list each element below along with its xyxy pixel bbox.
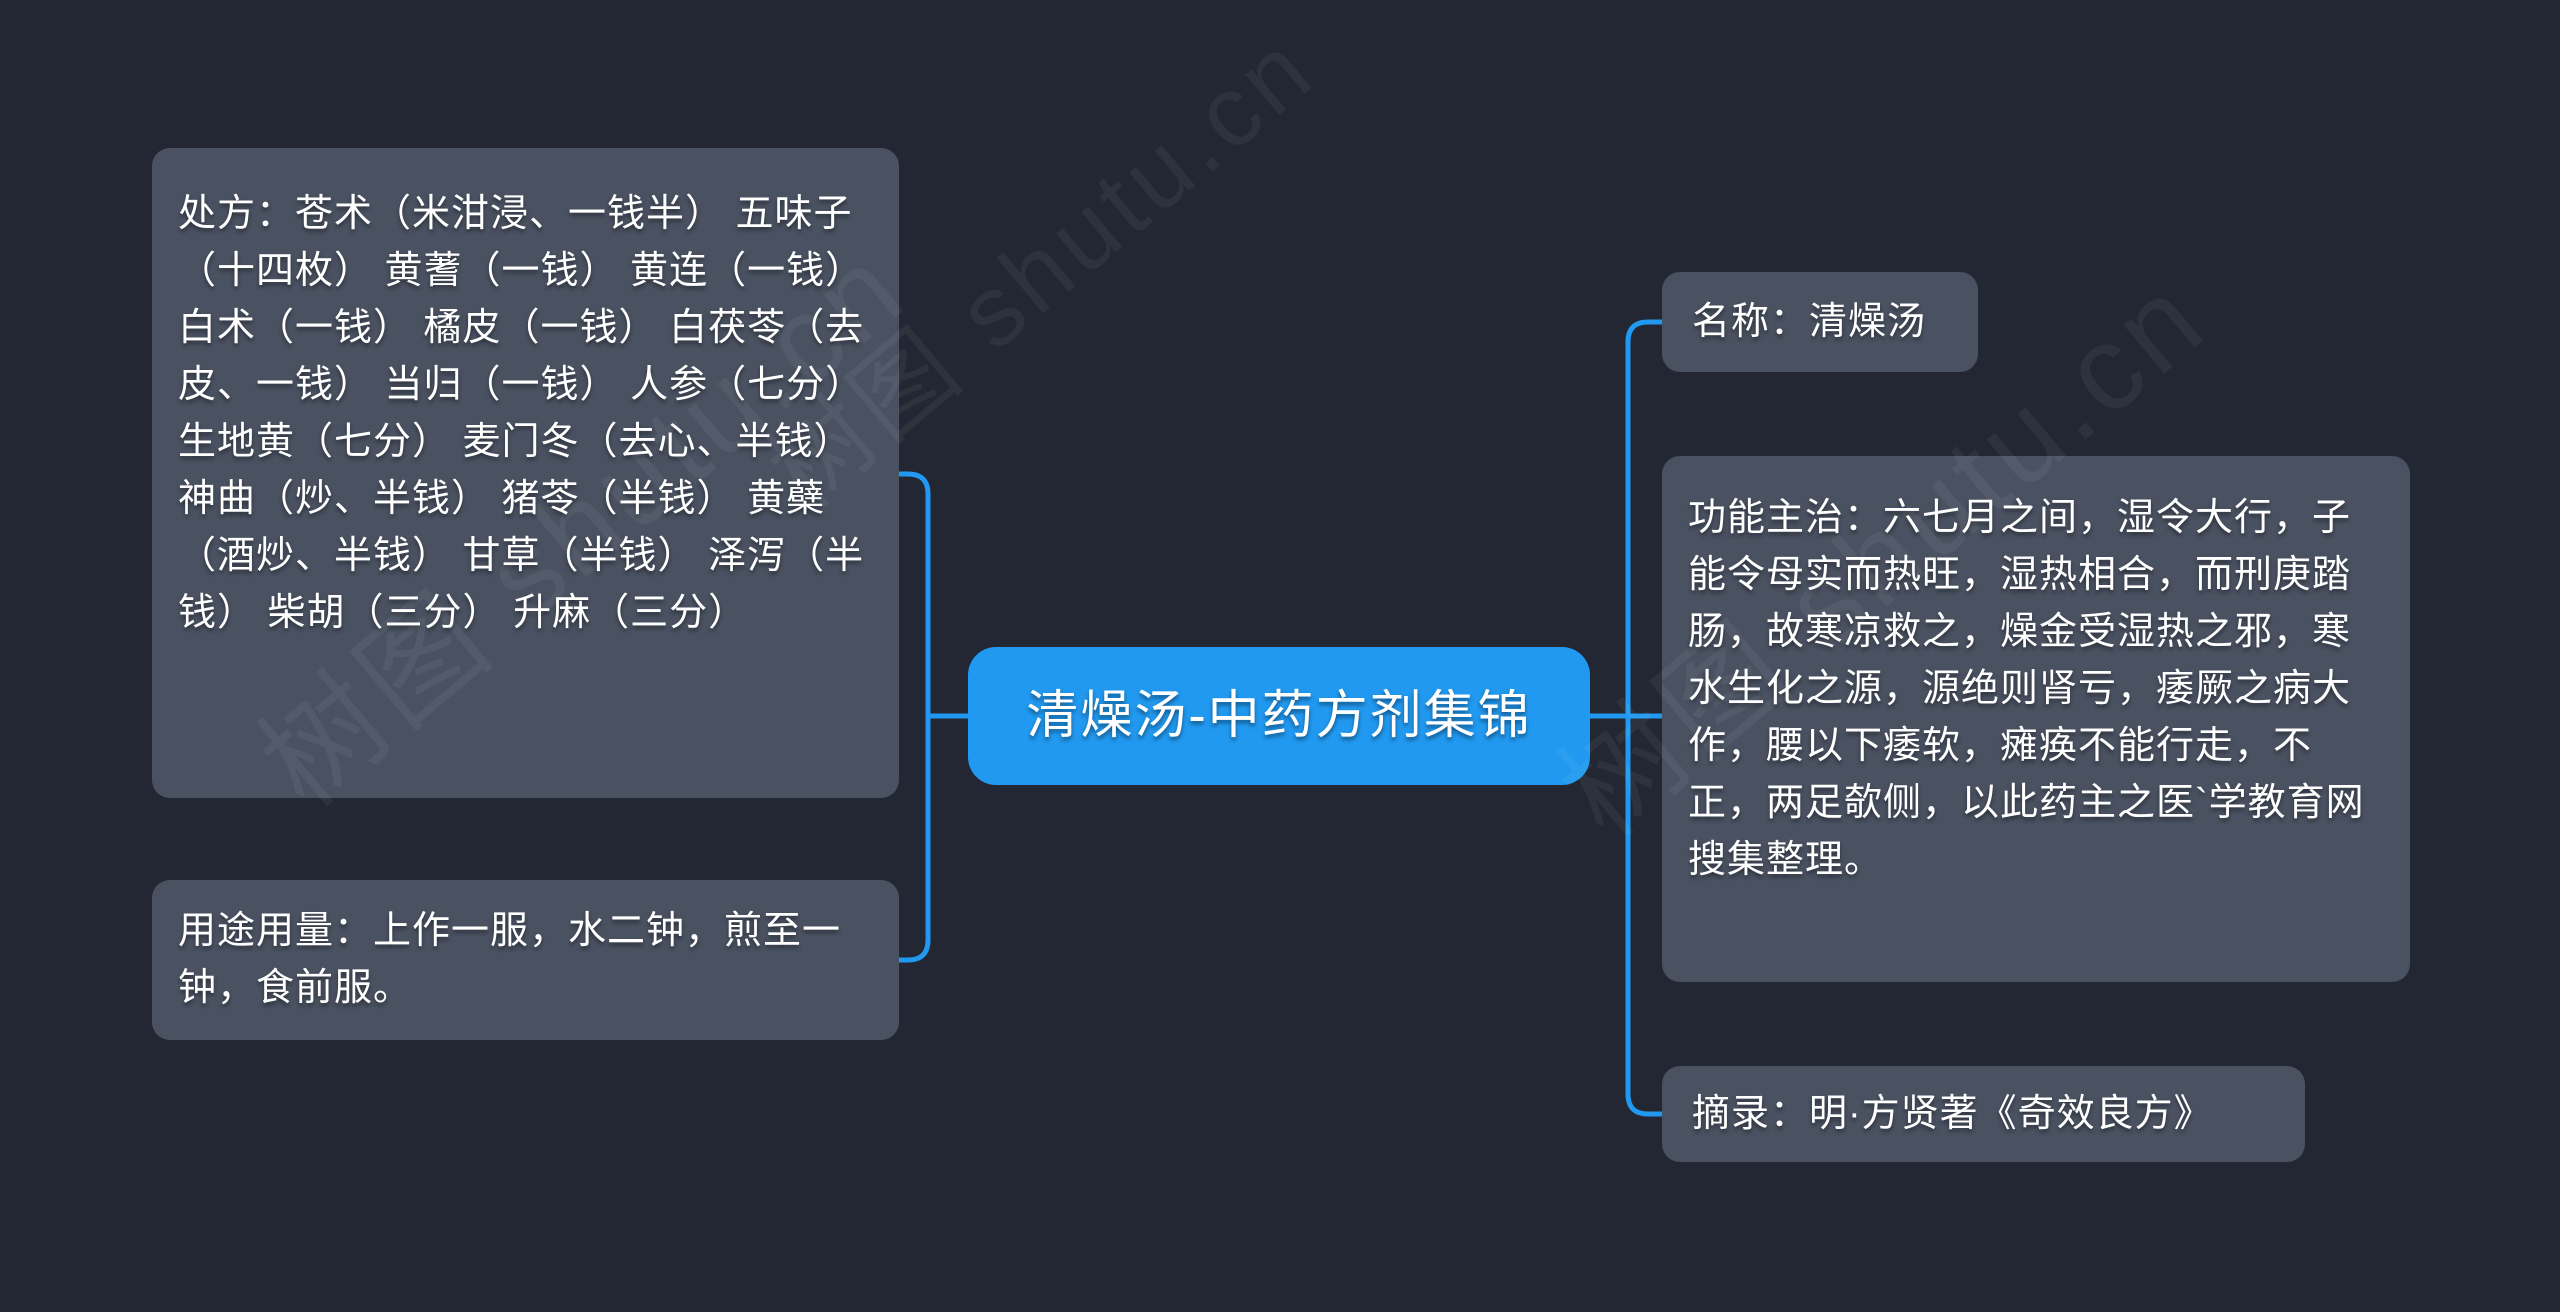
- connector-left-bracket: [896, 471, 931, 963]
- node-indications[interactable]: 功能主治：六七月之间，湿令大行，子能令母实而热旺，湿热相合，而刑庚踏肠，故寒凉救…: [1662, 456, 2410, 982]
- node-root-title[interactable]: 清燥汤-中药方剂集锦: [968, 647, 1590, 785]
- node-name[interactable]: 名称：清燥汤: [1662, 272, 1978, 372]
- node-usage[interactable]: 用途用量：上作一服，水二钟，煎至一钟，食前服。: [152, 880, 899, 1040]
- node-excerpt[interactable]: 摘录：明·方贤著《奇效良方》: [1662, 1066, 2305, 1162]
- node-prescription[interactable]: 处方：苍术（米泔浸、一钱半） 五味子（十四枚） 黄蓍（一钱） 黄连（一钱） 白术…: [152, 148, 899, 798]
